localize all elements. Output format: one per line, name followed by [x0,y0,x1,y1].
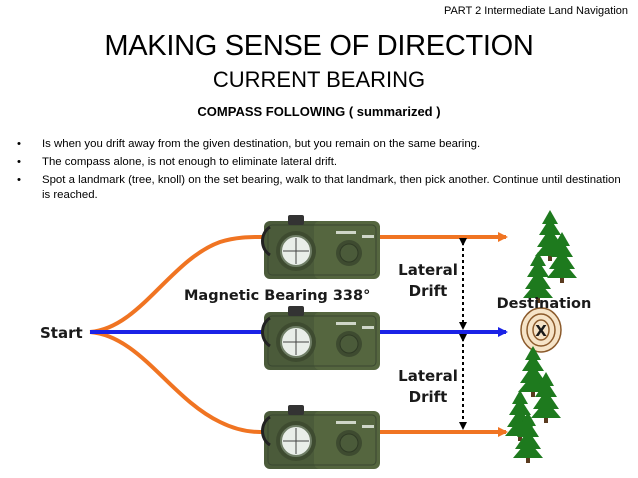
bearing-label: Magnetic Bearing 338° [184,288,370,304]
bullet-text: The compass alone, is not enough to elim… [42,156,338,168]
bullet-text: Is when you drift away from the given de… [42,138,481,150]
compass-middle [261,304,382,372]
compass-bottom [261,403,382,471]
bullet-marker: • [17,138,21,150]
bullet-item: • The compass alone, is not enough to eli… [15,155,625,170]
lateral-drift-top-line2: Drift [409,282,448,300]
drift-path-top [89,232,508,334]
destination-terrain-icon [520,307,562,353]
bullet-marker: • [17,174,21,186]
page-title: MAKING SENSE OF DIRECTION [104,30,534,62]
destination-marker: X [535,322,547,340]
drift-diagram: X Start Magnetic Bearing 338° Lateral Dr… [40,210,592,471]
page-subtitle: CURRENT BEARING [212,67,426,92]
start-label: Start [40,324,83,342]
bullet-item: • Is when you drift away from the given d… [15,137,625,152]
lateral-drift-bottom-line1: Lateral [398,367,458,385]
bullet-marker: • [17,156,21,168]
part-label: PART 2 Intermediate Land Navigation [443,5,628,17]
drift-path-bottom [89,330,508,437]
compass-top [261,213,382,281]
section-heading: COMPASS FOLLOWING ( summarized ) [197,104,441,119]
destination-label: Destination [497,296,592,312]
bullet-item: • Spot a landmark (tree, knoll) on the se… [15,173,625,203]
bullet-text: Spot a landmark (tree, knoll) on the set… [42,174,621,201]
lateral-drift-top-line1: Lateral [398,261,458,279]
lateral-drift-bottom-line2: Drift [409,388,448,406]
bullet-list: • Is when you drift away from the given d… [15,137,625,206]
